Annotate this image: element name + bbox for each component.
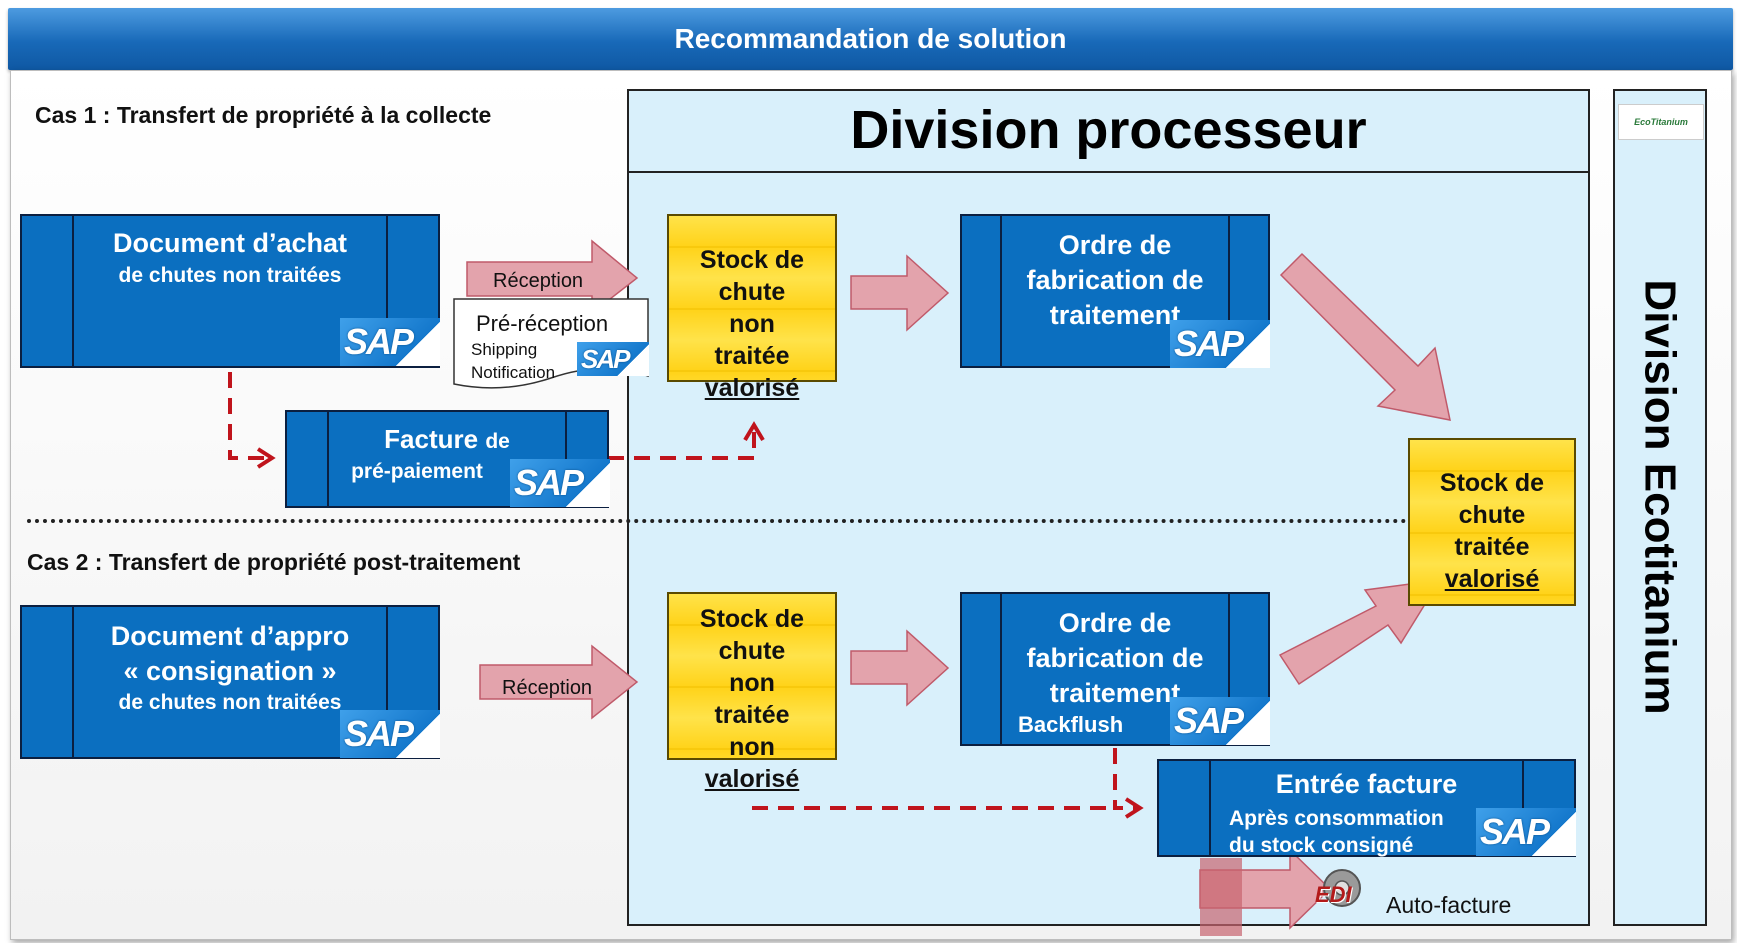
- header-title: Recommandation de solution: [674, 23, 1067, 54]
- prereception-line1: Shipping: [471, 340, 538, 359]
- sap-logo: SAP: [340, 710, 440, 758]
- stock-treated-valued: [1408, 438, 1576, 606]
- sap-logo: SAP: [1476, 808, 1576, 856]
- reception-arrow-case1: [466, 239, 639, 315]
- dashed-doc-to-invoice: [228, 372, 268, 460]
- stock-case2-line3: non: [729, 669, 775, 697]
- division-processeur-title-text: Division processeur: [850, 100, 1367, 160]
- stock-case1-line3: non: [729, 310, 775, 338]
- auto-invoice-source-block: [1200, 858, 1242, 936]
- case2-title: Cas 2 : Transfert de propriété post-trai…: [27, 549, 521, 575]
- ecotitanium-logo: EcoTitanium: [1618, 104, 1704, 140]
- edi-label: EDI: [1315, 882, 1352, 907]
- sap-logo: SAP: [1170, 320, 1270, 368]
- final-stock-text: Stock de chute traitée valorisé: [1408, 467, 1576, 595]
- order-case2-line1: Ordre de: [1058, 608, 1172, 638]
- purchase-document-subtitle: de chutes non traitées: [118, 264, 342, 287]
- sap-logo: SAP: [340, 318, 440, 366]
- stock-case2-line6: valorisé: [704, 765, 800, 793]
- order-case2-backflush: Backflush: [1018, 712, 1124, 737]
- case-separator: [27, 519, 1407, 523]
- order-case2-line3: traitement: [1049, 678, 1181, 708]
- auto-invoice-label: Auto-facture: [1386, 892, 1512, 918]
- case1-title: Cas 1 : Transfert de propriété à la coll…: [35, 102, 492, 128]
- stock-case1-line1: Stock de: [699, 246, 805, 274]
- arrow-stock-to-order-case2: [850, 629, 950, 707]
- prereception-title: Pré-réception: [476, 311, 609, 336]
- processing-order-box-case2: Ordre de fabrication de traitement Backf…: [960, 592, 1270, 746]
- header-banner: Recommandation de solution: [8, 8, 1733, 70]
- box-right-divider: [1228, 594, 1230, 744]
- reception-label-case1: Réception: [493, 270, 584, 292]
- arrow-stock-to-order-case1: [850, 254, 950, 332]
- invoice-entry-title: Entrée facture: [1275, 769, 1458, 799]
- supply-doc-line2: « consignation »: [123, 656, 337, 686]
- invoice-entry-line2: du stock consigné: [1229, 834, 1414, 857]
- dashed-arrowhead-invoice: [256, 447, 276, 469]
- stock-case2-line1: Stock de: [699, 605, 805, 633]
- stock-case2-line2: chute: [718, 637, 786, 665]
- box-left-divider: [327, 412, 329, 506]
- box-left-divider: [1000, 216, 1002, 366]
- order-case1-line3: traitement: [1049, 300, 1181, 330]
- box-right-divider: [1228, 216, 1230, 366]
- box-right-divider: [386, 607, 388, 757]
- stock-case2-line5: non: [729, 733, 775, 761]
- sap-logo: SAP: [510, 459, 610, 507]
- stock-case2-line4: traitée: [714, 701, 790, 729]
- invoice-title-suffix: de: [485, 430, 510, 453]
- dashed-invoice-to-stock: [608, 428, 756, 460]
- final-stock-line3: traitée: [1454, 533, 1530, 561]
- supply-document-box: Document d’appro « consignation » de chu…: [20, 605, 440, 759]
- dashed-arrowhead-invoice-entry: [1124, 797, 1144, 819]
- invoice-entry-line1: Après consommation: [1229, 807, 1444, 830]
- order-case2-line2: fabrication de: [1026, 643, 1204, 673]
- reception-label-case2: Réception: [502, 677, 593, 699]
- supply-doc-line3: de chutes non traitées: [118, 691, 342, 714]
- reception-arrow-case2: [479, 644, 639, 720]
- ecotitanium-logo-text: EcoTitanium: [1634, 117, 1688, 127]
- arrow-order-to-final-stock-case1: [1279, 252, 1451, 421]
- box-left-divider: [1000, 594, 1002, 744]
- order-case1-line1: Ordre de: [1058, 230, 1172, 260]
- stock-case1-line4: traitée: [714, 342, 790, 370]
- stock-untreated-valued: [667, 214, 837, 382]
- prereception-line2: Notification: [471, 363, 556, 382]
- box-left-divider: [72, 607, 74, 757]
- arrow-order-to-final-stock-case2: [1278, 579, 1442, 686]
- edi-gear-icon: [1323, 869, 1361, 907]
- stock-case1-text: Stock de chute non traitée valorisé: [667, 244, 837, 404]
- order-case1-line2: fabrication de: [1026, 265, 1204, 295]
- purchase-document-title: Document d’achat: [112, 228, 348, 258]
- division-ecotitanium-panel: [1613, 89, 1707, 926]
- stock-case1-line5: valorisé: [704, 374, 800, 402]
- sap-logo: SAP: [1170, 697, 1270, 745]
- dashed-arrowhead-stock: [743, 421, 765, 442]
- stock-untreated-unvalued: [667, 592, 837, 760]
- box-left-divider: [72, 216, 74, 366]
- division-processeur-title: Division processeur: [627, 89, 1590, 173]
- stock-case2-text: Stock de chute non traitée non valorisé: [667, 603, 837, 795]
- invoice-title: Facture: [384, 424, 479, 454]
- dashed-order-to-invoice-entry: [1113, 748, 1140, 810]
- stock-case1-line2: chute: [718, 278, 786, 306]
- final-stock-line2: chute: [1458, 501, 1526, 529]
- box-left-divider: [1209, 761, 1211, 855]
- sap-logo: SAP: [577, 342, 649, 376]
- box-right-divider: [386, 216, 388, 366]
- supply-doc-line1: Document d’appro: [110, 621, 350, 651]
- final-stock-line1: Stock de: [1439, 469, 1545, 497]
- final-stock-line4: valorisé: [1444, 565, 1540, 593]
- invoice-subtitle: pré-paiement: [351, 460, 483, 483]
